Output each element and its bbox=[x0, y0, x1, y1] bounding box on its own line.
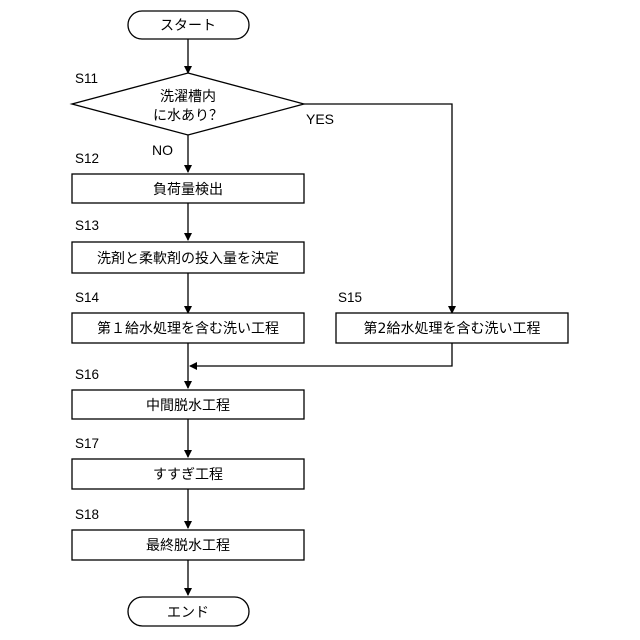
process-s16-text: 中間脱水工程 bbox=[146, 398, 230, 414]
connector-s11-yes-s15 bbox=[304, 104, 452, 313]
process-s14-text: 第１給水処理を含む洗い工程 bbox=[97, 320, 279, 337]
step-label-s12: S12 bbox=[75, 151, 99, 166]
step-label-s13: S13 bbox=[75, 218, 99, 233]
process-s15-text: 第2給水処理を含む洗い工程 bbox=[364, 320, 541, 337]
branch-yes-label: YES bbox=[306, 111, 334, 127]
start-label: スタート bbox=[160, 18, 216, 34]
step-label-s11: S11 bbox=[75, 71, 98, 86]
step-label-s16: S16 bbox=[75, 367, 99, 382]
end-label: エンド bbox=[167, 605, 209, 621]
decision-s11-line2: に水あり？ bbox=[153, 108, 223, 124]
connector-s15-merge bbox=[190, 343, 452, 366]
process-s12-text: 負荷量検出 bbox=[153, 182, 223, 198]
step-label-s15: S15 bbox=[338, 290, 362, 305]
decision-s11-line1: 洗濯槽内 bbox=[160, 89, 216, 105]
step-label-s18: S18 bbox=[75, 507, 99, 522]
process-s17-text: すすぎ工程 bbox=[153, 467, 223, 483]
branch-no-label: NO bbox=[152, 142, 173, 158]
process-s13-text: 洗剤と柔軟剤の投入量を決定 bbox=[97, 251, 279, 267]
step-label-s17: S17 bbox=[75, 436, 99, 451]
step-label-s14: S14 bbox=[75, 290, 100, 305]
process-s18-text: 最終脱水工程 bbox=[146, 538, 230, 554]
